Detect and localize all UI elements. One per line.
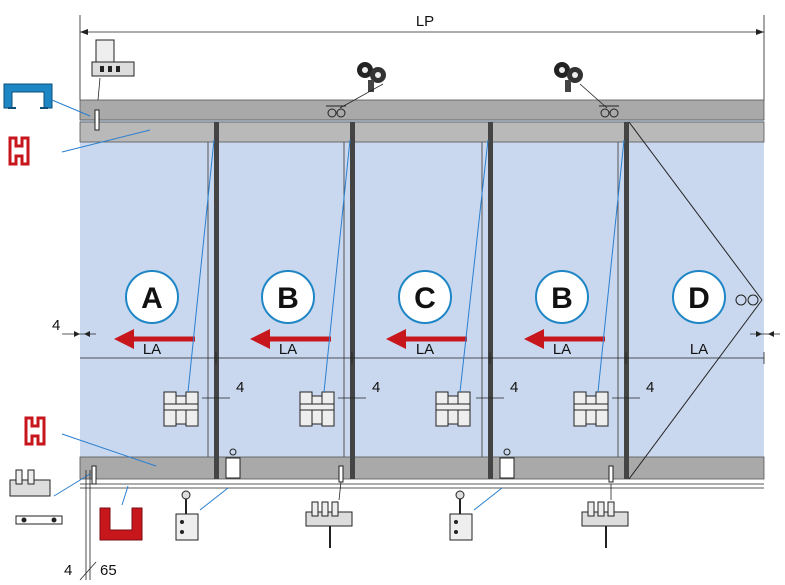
- overall-width-dimension: LP: [79, 13, 765, 100]
- bottom-panel-profile-icon: [24, 416, 157, 467]
- top-panel-profile-icon: [8, 129, 151, 166]
- floor-guide-icon: [581, 484, 629, 548]
- panel-letter-label: D: [688, 282, 710, 315]
- leaf-width-label: LA: [690, 341, 708, 358]
- panel-circle: [125, 270, 179, 324]
- slide-arrow-icon: [524, 329, 544, 349]
- bottom-gap-label: 4: [64, 562, 72, 579]
- hinge-icon: [299, 391, 335, 427]
- hinge-leader: [187, 139, 215, 393]
- stile: [624, 122, 629, 479]
- top-track-rail: [79, 99, 765, 121]
- leaf-width-label: LA: [416, 341, 434, 358]
- panel-circle: [672, 270, 726, 324]
- hinge-leader: [459, 139, 489, 393]
- floor-lock-icon: [175, 487, 229, 541]
- bottom-rail: [79, 456, 765, 480]
- stile: [214, 122, 219, 479]
- right-gap-dimension: [750, 331, 780, 337]
- left-gap-dimension: 4: [52, 317, 96, 337]
- top-fixing-block-icon: [91, 39, 135, 131]
- hinge-leader: [323, 139, 351, 393]
- bottom-offset-dimension: 4 65: [64, 470, 117, 581]
- swing-leaf-lines: [628, 121, 763, 480]
- stile: [350, 122, 355, 479]
- stile-gap-label: 4: [646, 379, 654, 396]
- panel-circle: [535, 270, 589, 324]
- stile-gap-label: 4: [510, 379, 518, 396]
- hinge-pivot-icon: [735, 294, 747, 306]
- roller-carriage-icon: [554, 62, 619, 118]
- top-panel-profile: [79, 121, 765, 143]
- floor-lock-icon: [449, 487, 503, 541]
- panel-circle: [398, 270, 452, 324]
- hinge-icon: [573, 391, 609, 427]
- panels: A LA 4 B LA 4 C LA 4 B LA 4 D LA: [114, 139, 765, 427]
- slide-arrow-icon: [386, 329, 406, 349]
- roller-carriage-icon: [326, 62, 386, 118]
- panel-circle: [261, 270, 315, 324]
- rail-stoppers: [225, 448, 614, 483]
- stile-gap-label: 4: [236, 379, 244, 396]
- floor-fitting-icon: [9, 465, 97, 525]
- panel-letter-label: C: [414, 282, 436, 315]
- bottom-offset-label: 65: [100, 562, 117, 579]
- hinge-icon: [435, 391, 471, 427]
- stile: [488, 122, 493, 479]
- top-rollers: [326, 62, 619, 118]
- overall-width-label: LP: [416, 13, 434, 30]
- panel-letter-label: A: [141, 282, 163, 315]
- top-track-profile-icon: [3, 83, 91, 117]
- left-gap-label: 4: [52, 317, 60, 334]
- hinge-icon: [163, 391, 199, 427]
- panel-letter-label: B: [551, 282, 573, 315]
- leaf-width-label: LA: [143, 341, 161, 358]
- leaf-width-label: LA: [553, 341, 571, 358]
- slide-arrow-icon: [250, 329, 270, 349]
- bottom-guide-profile-icon: [99, 485, 143, 541]
- panel-letter-label: B: [277, 282, 299, 315]
- stile-gap-label: 4: [372, 379, 380, 396]
- floor-guide-icon: [305, 481, 353, 548]
- slide-arrow-icon: [114, 329, 134, 349]
- bottom-hardware: [175, 481, 629, 548]
- hinge-pivot-icon: [747, 294, 759, 306]
- leaf-width-label: LA: [279, 341, 297, 358]
- hinge-leader: [597, 139, 625, 393]
